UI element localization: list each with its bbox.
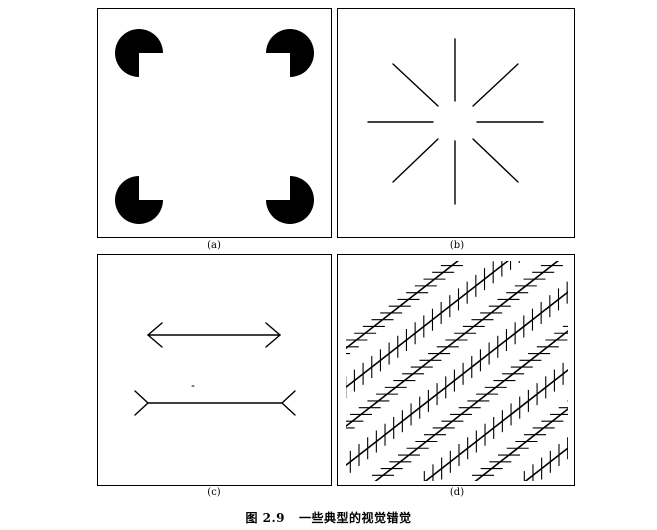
zollner-diagonal <box>346 261 510 389</box>
panel-label-c: (c) <box>207 487 221 498</box>
panel-muller-lyer <box>97 254 332 486</box>
pacman-top-left <box>115 29 163 77</box>
zollner-diagonal <box>474 407 568 481</box>
zollner-diagonal <box>346 290 568 467</box>
zollner-diagonal <box>346 261 460 350</box>
ray-down-left <box>392 138 439 183</box>
figure-caption: 图 2.9 一些典型的视觉错觉 <box>0 509 657 526</box>
panel-ehrenstein <box>337 8 575 238</box>
pacman-top-right <box>266 29 314 77</box>
panel-label-a: (a) <box>207 240 221 251</box>
zollner-diagonal <box>568 255 576 487</box>
pacman-bottom-right <box>266 176 314 224</box>
arrow-inward-fins <box>146 322 282 348</box>
panel-label-b: (b) <box>449 240 465 251</box>
arrow-outward-fins <box>134 390 296 416</box>
kanizsa-square-drawing <box>115 29 314 224</box>
ray-up-left <box>392 63 439 107</box>
caption-text: 一些典型的视觉错觉 <box>299 511 412 525</box>
ray-up-right <box>472 63 519 107</box>
panel-label-d: (d) <box>449 487 465 498</box>
zollner-diagonal <box>424 368 568 481</box>
pacman-bottom-left <box>115 176 163 224</box>
panel-zollner <box>337 254 575 486</box>
ehrenstein-drawing <box>367 38 544 205</box>
ray-down-right <box>472 138 519 183</box>
zollner-diagonal <box>346 261 560 428</box>
zollner-diagonal <box>374 329 568 481</box>
figure-number: 图 2.9 <box>245 511 286 525</box>
zollner-drawing <box>346 255 576 487</box>
muller-lyer-drawing <box>134 322 296 416</box>
panel-kanizsa-square <box>97 8 332 238</box>
